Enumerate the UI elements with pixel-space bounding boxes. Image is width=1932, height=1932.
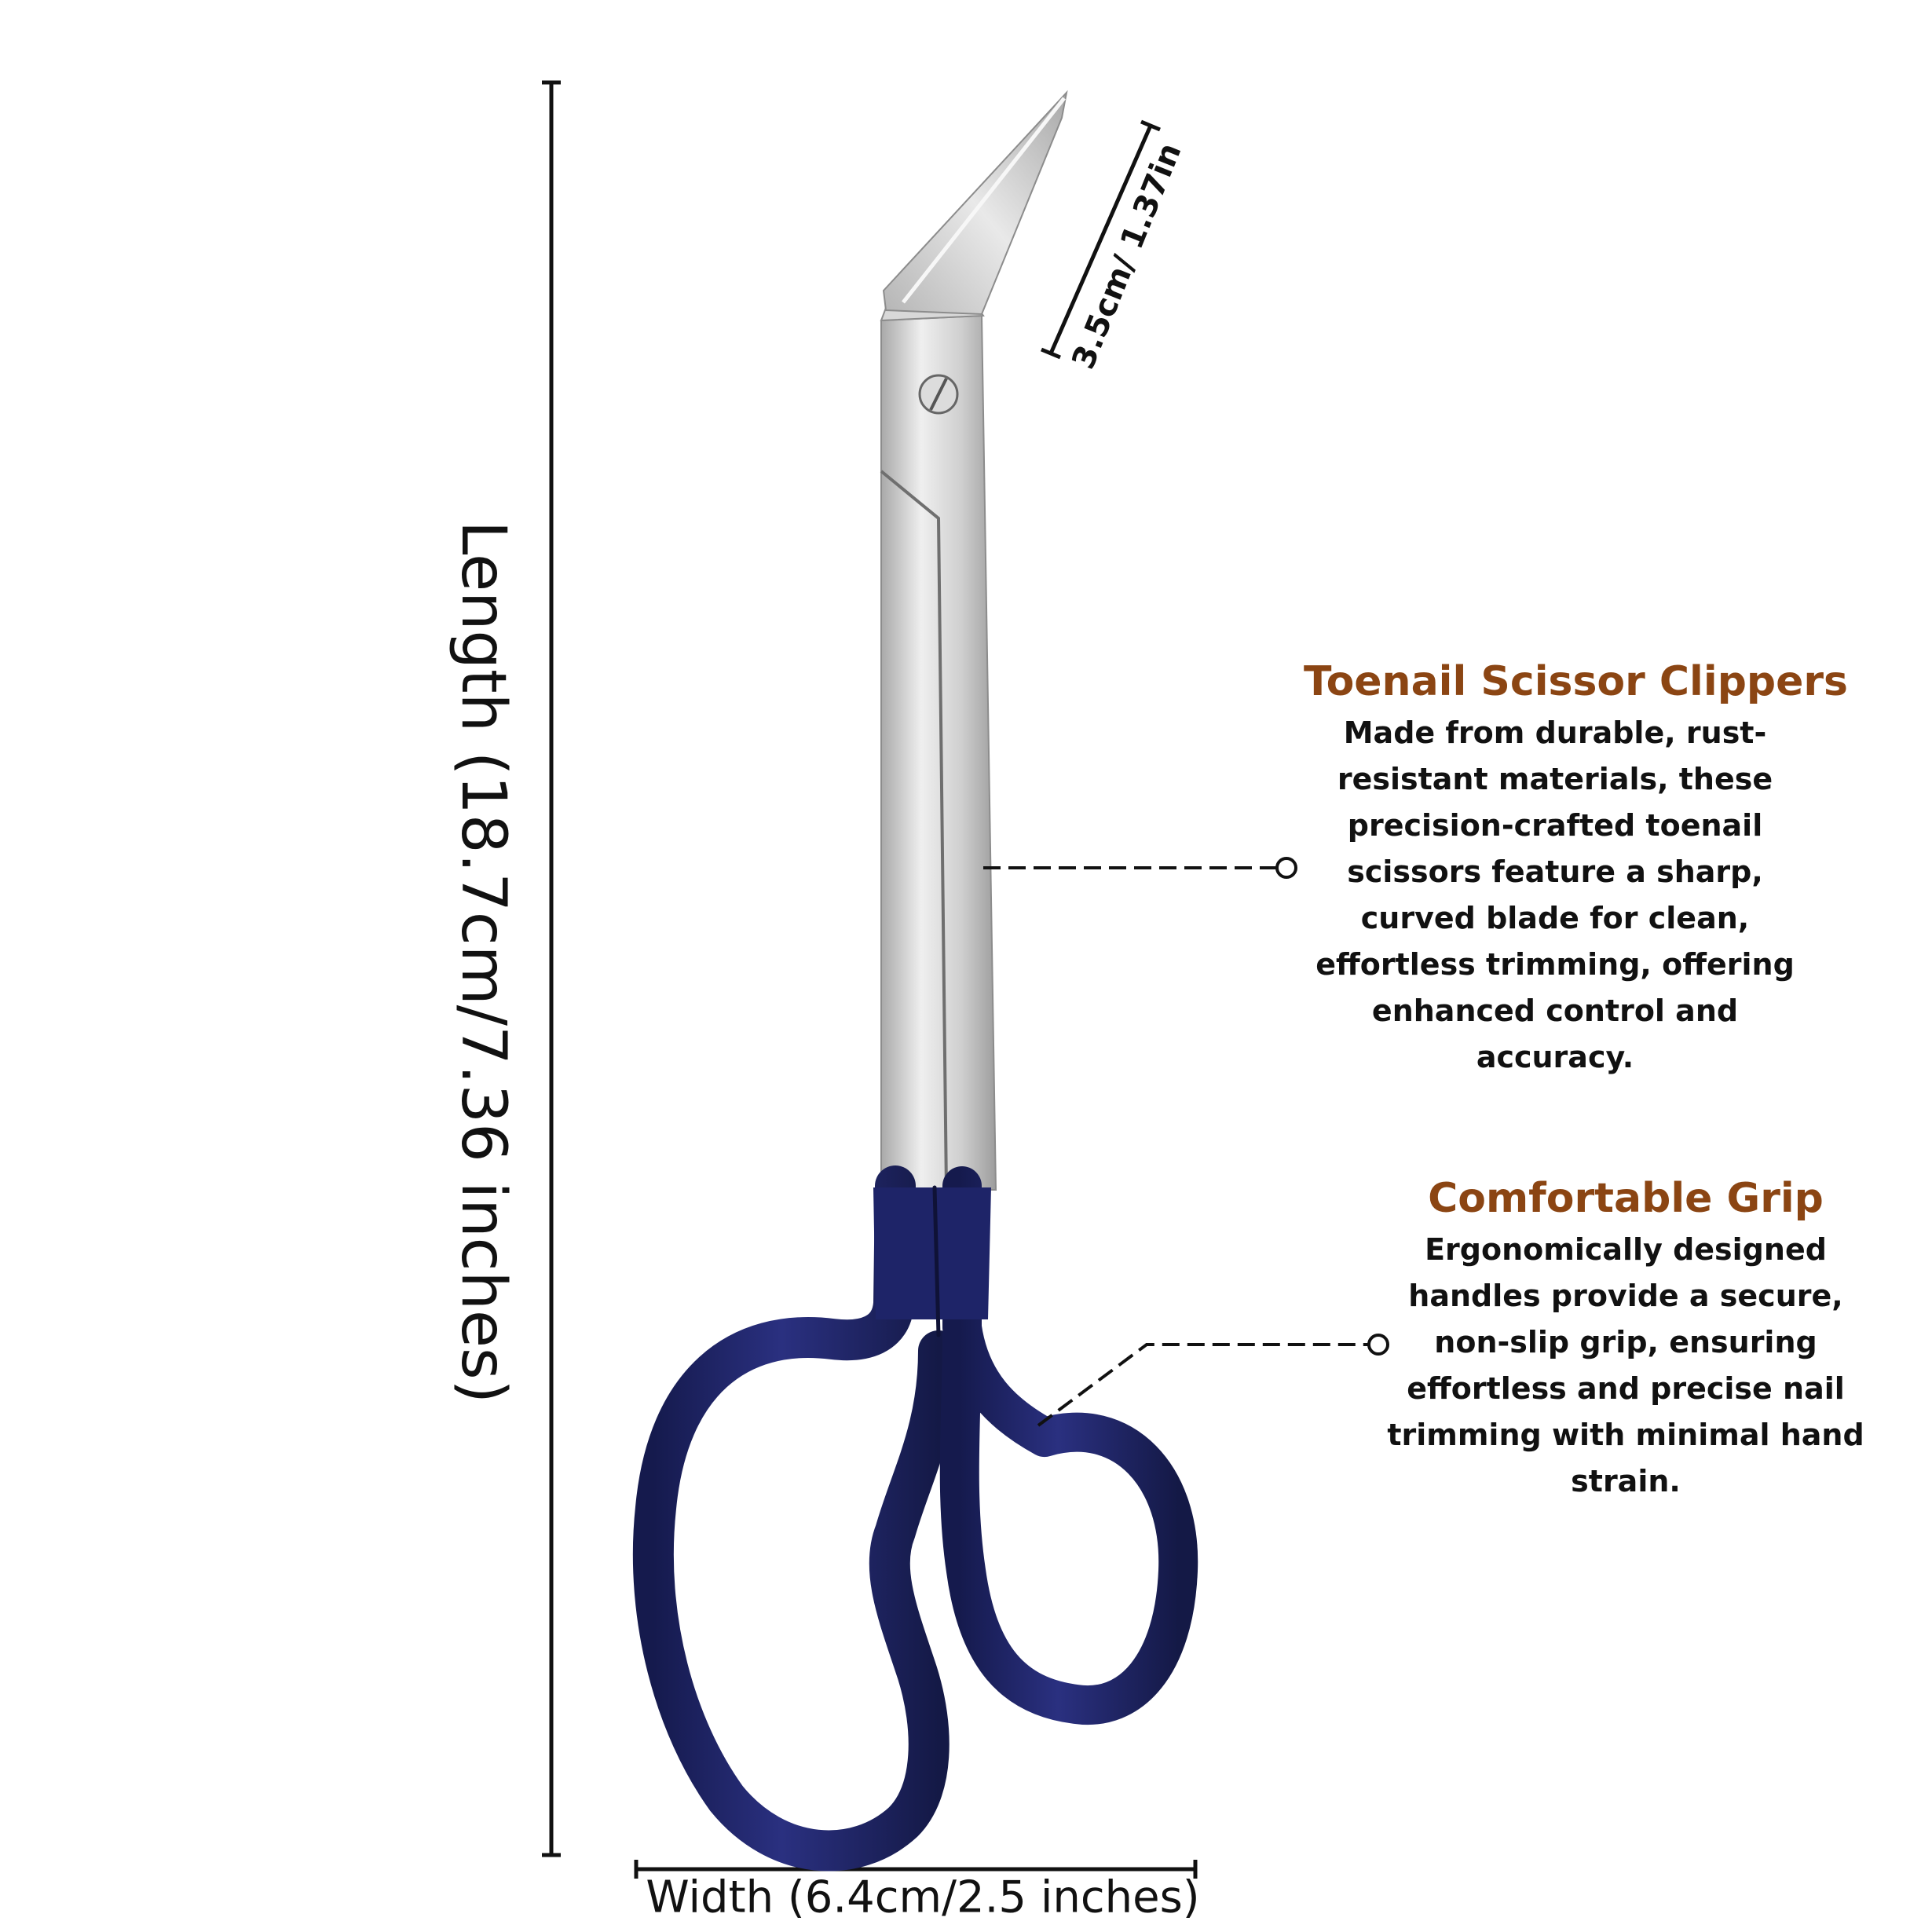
scissor-handles	[632, 1165, 1198, 1872]
pivot-screw	[918, 374, 959, 415]
width-dimension-line	[634, 1860, 1198, 1879]
feature-title: Toenail Scissor Clippers	[1304, 658, 1849, 705]
feature-comfortable-grip: Comfortable Grip Ergonomically designed …	[1382, 1175, 1869, 1505]
feature-toenail-scissor-clippers: Toenail Scissor Clippers Made from durab…	[1304, 658, 1849, 1081]
scissor-blades	[880, 90, 1068, 1191]
feature-description: Made from durable, rust-resistant materi…	[1315, 715, 1795, 1074]
width-label: Width (6.4cm/2.5 inches)	[646, 1872, 1200, 1923]
length-label: Length (18.7cm/7.36 inches)	[448, 520, 518, 1404]
callout-leader-1	[983, 857, 1297, 879]
feature-description: Ergonomically designed handles provide a…	[1387, 1232, 1864, 1498]
feature-title: Comfortable Grip	[1428, 1175, 1824, 1222]
length-dimension-line	[542, 80, 561, 1857]
tip-dimension-line	[1041, 119, 1161, 360]
callout-leader-2	[1037, 1334, 1389, 1427]
